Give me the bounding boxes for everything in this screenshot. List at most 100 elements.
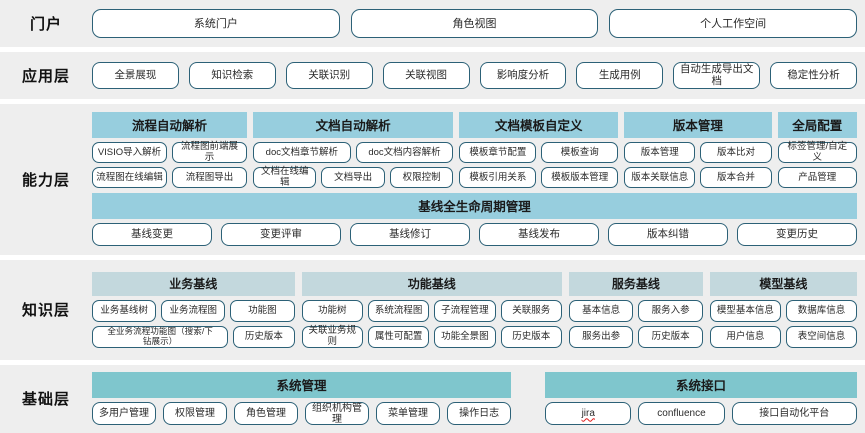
lifecycle-item-baseline-revise[interactable]: 基线修订 [350, 223, 470, 247]
app-item-impact-analysis[interactable]: 影响度分析 [479, 62, 567, 90]
layer-label-portal: 门户 [29, 16, 62, 34]
kn-group-title-function-baseline: 功能基线 [301, 271, 562, 296]
cap-item-flowchart-online-edit[interactable]: 流程图在线编辑 [92, 167, 167, 189]
cap-item-template-reference[interactable]: 模板引用关系 [459, 167, 537, 189]
cap-item-visio-import[interactable]: VISIO导入解析 [92, 142, 167, 164]
layer-label-knowledge: 知识层 [21, 302, 70, 320]
kn-item-function-tree[interactable]: 功能树 [301, 299, 363, 322]
layer-label-base: 基础层 [21, 391, 70, 409]
knowledge-groups: 业务基线 业务基线树 业务流程图 功能图 全业务流程功能图（搜索/下 钻展示） … [92, 266, 858, 354]
base-item-operation-log[interactable]: 操作日志 [447, 402, 512, 426]
app-item-stability-analysis[interactable]: 稳定性分析 [770, 62, 857, 90]
kn-item-service-output[interactable]: 服务出参 [568, 325, 634, 348]
app-item-relation-ident[interactable]: 关联识别 [285, 62, 373, 90]
cap-item-flowchart-front[interactable]: 流程图前端展 示 [172, 141, 247, 164]
cap-group-title-version-mgmt: 版本管理 [624, 112, 772, 139]
kn-item-tablespace-info[interactable]: 表空间信息 [785, 325, 858, 348]
cap-group-title-doc-template: 文档模板自定义 [459, 112, 619, 139]
cap-group-process-parse: 流程自动解析 VISIO导入解析 流程图前端展 示 流程图在线编辑 流程图导出 [92, 112, 247, 189]
cap-item-template-query[interactable]: 模板查询 [541, 142, 619, 164]
cap-item-doc-content-parse[interactable]: doc文档内容解析 [355, 142, 454, 164]
app-item-auto-export-doc[interactable]: 自动生成导出文档 [673, 62, 761, 90]
lifecycle-item-change-history[interactable]: 变更历史 [737, 223, 857, 247]
layer-knowledge: 知识层 业务基线 业务基线树 业务流程图 功能图 全业务流程功能图（搜索/下 钻… [0, 260, 865, 360]
kn-item-user-info[interactable]: 用户信息 [709, 325, 781, 348]
cap-group-title-doc-parse: 文档自动解析 [253, 112, 454, 139]
kn-item-model-basic-info[interactable]: 模型基本信息 [709, 299, 781, 322]
kn-item-service-input[interactable]: 服务入参 [638, 299, 703, 322]
base-item-permission-mgmt[interactable]: 权限管理 [163, 402, 228, 426]
kn-item-business-baseline-tree[interactable]: 业务基线树 [92, 299, 157, 322]
lifecycle-item-baseline-change[interactable]: 基线变更 [92, 223, 212, 247]
cap-item-version-merge[interactable]: 版本合并 [700, 167, 772, 189]
lifecycle-item-baseline-release[interactable]: 基线发布 [479, 223, 599, 247]
kn-item-attribute-config[interactable]: 属性可配置 [367, 325, 430, 348]
app-item-knowledge-search[interactable]: 知识检索 [188, 62, 276, 90]
kn-item-related-business-rule[interactable]: 关联业务规则 [301, 325, 363, 348]
kn-item-function-chart[interactable]: 功能图 [230, 299, 295, 322]
cap-group-title-process-parse: 流程自动解析 [92, 112, 247, 139]
kn-group-model-baseline: 模型基线 模型基本信息 数据库信息 用户信息 表空间信息 [709, 271, 858, 348]
kn-item-database-info[interactable]: 数据库信息 [785, 299, 858, 322]
lifecycle-item-change-review[interactable]: 变更评审 [221, 223, 341, 247]
portal-item-system-portal[interactable]: 系统门户 [92, 9, 340, 39]
cap-item-version-manage[interactable]: 版本管理 [624, 142, 696, 164]
base-item-menu-mgmt[interactable]: 菜单管理 [376, 402, 441, 426]
base-group-system-mgmt: 系统管理 多用户管理 权限管理 角色管理 组织机构管理 菜单管理 操作日志 [92, 372, 512, 426]
kn-group-business-baseline: 业务基线 业务基线树 业务流程图 功能图 全业务流程功能图（搜索/下 钻展示） … [92, 271, 295, 348]
kn-item-system-flowchart[interactable]: 系统流程图 [367, 299, 430, 322]
cap-item-version-compare[interactable]: 版本比对 [700, 142, 772, 164]
base-group-system-interface: 系统接口 jira confluence 接口自动化平台 [545, 372, 857, 426]
kn-item-related-service[interactable]: 关联服务 [500, 299, 562, 322]
base-group-title-system-interface: 系统接口 [545, 372, 857, 399]
cap-item-template-chapter-config[interactable]: 模板章节配置 [459, 142, 537, 164]
kn-group-function-baseline: 功能基线 功能树 系统流程图 子流程管理 关联服务 关联业务规则 属性可配置 功… [301, 271, 562, 348]
cap-item-permission-control[interactable]: 权限控制 [389, 167, 454, 189]
layer-label-capability: 能力层 [21, 171, 70, 189]
base-item-role-mgmt[interactable]: 角色管理 [234, 402, 299, 426]
cap-group-doc-parse: 文档自动解析 doc文档章节解析 doc文档内容解析 文档在线编辑 文档导出 权… [253, 112, 454, 189]
kn-group-title-business-baseline: 业务基线 [92, 271, 295, 296]
cap-item-flowchart-export[interactable]: 流程图导出 [172, 167, 247, 189]
lifecycle-item-version-fix[interactable]: 版本纠错 [608, 223, 728, 247]
capability-body: 流程自动解析 VISIO导入解析 流程图前端展 示 流程图在线编辑 流程图导出 … [92, 106, 857, 252]
base-item-confluence[interactable]: confluence [638, 402, 725, 426]
kn-item-full-business-flow-chart[interactable]: 全业务流程功能图（搜索/下 钻展示） [92, 325, 229, 348]
cap-item-product-manage[interactable]: 产品管理 [777, 167, 857, 189]
base-groups: 系统管理 多用户管理 权限管理 角色管理 组织机构管理 菜单管理 操作日志 系统… [92, 366, 857, 431]
kn-item-history-version-1[interactable]: 历史版本 [233, 325, 295, 348]
cap-group-doc-template: 文档模板自定义 模板章节配置 模板查询 模板引用关系 模板版本管理 [459, 112, 619, 189]
kn-item-subprocess-mgmt[interactable]: 子流程管理 [434, 299, 496, 322]
kn-item-business-flowchart[interactable]: 业务流程图 [161, 299, 226, 322]
base-item-org-mgmt[interactable]: 组织机构管理 [305, 402, 370, 426]
cap-group-version-mgmt: 版本管理 版本管理 版本比对 版本关联信息 版本合并 [624, 112, 772, 189]
cap-item-doc-export[interactable]: 文档导出 [321, 167, 385, 189]
portal-item-role-view[interactable]: 角色视图 [350, 9, 599, 39]
base-item-multi-user-mgmt[interactable]: 多用户管理 [92, 402, 157, 426]
layer-application: 应用层 全景展现 知识检索 关联识别 关联视图 影响度分析 生成用例 自动生成导… [0, 52, 865, 99]
cap-item-template-version[interactable]: 模板版本管理 [541, 167, 619, 189]
app-item-panorama[interactable]: 全景展现 [92, 62, 179, 90]
cap-item-version-relation[interactable]: 版本关联信息 [624, 167, 696, 189]
cap-group-global-config: 全局配置 标签管理/自定 义 产品管理 [777, 112, 857, 189]
kn-item-history-version-2[interactable]: 历史版本 [500, 325, 562, 348]
kn-item-history-version-3[interactable]: 历史版本 [638, 325, 703, 348]
base-item-interface-auto-platform[interactable]: 接口自动化平台 [731, 402, 857, 426]
kn-item-function-panorama[interactable]: 功能全景图 [434, 325, 496, 348]
base-group-title-system-mgmt: 系统管理 [92, 372, 512, 399]
cap-item-doc-chapter-parse[interactable]: doc文档章节解析 [253, 142, 351, 164]
app-item-generate-case[interactable]: 生成用例 [576, 62, 664, 90]
portal-item-personal-space[interactable]: 个人工作空间 [609, 9, 858, 39]
kn-group-title-service-baseline: 服务基线 [568, 271, 703, 296]
layer-capability: 能力层 流程自动解析 VISIO导入解析 流程图前端展 示 流程图在线编辑 流程… [0, 103, 865, 256]
kn-group-service-baseline: 服务基线 基本信息 服务入参 服务出参 历史版本 [568, 271, 703, 348]
layer-base: 基础层 系统管理 多用户管理 权限管理 角色管理 组织机构管理 菜单管理 操作日… [0, 364, 865, 433]
capability-lifecycle: 基线全生命周期管理 基线变更 变更评审 基线修订 基线发布 版本纠错 变更历史 [92, 193, 857, 247]
layer-label-application: 应用层 [21, 68, 70, 86]
app-item-relation-view[interactable]: 关联视图 [382, 62, 470, 90]
kn-item-basic-info[interactable]: 基本信息 [568, 299, 634, 322]
cap-item-tag-manage[interactable]: 标签管理/自定 义 [777, 141, 857, 164]
cap-item-doc-online-edit[interactable]: 文档在线编辑 [253, 166, 317, 189]
base-item-jira[interactable]: jira [545, 402, 632, 426]
